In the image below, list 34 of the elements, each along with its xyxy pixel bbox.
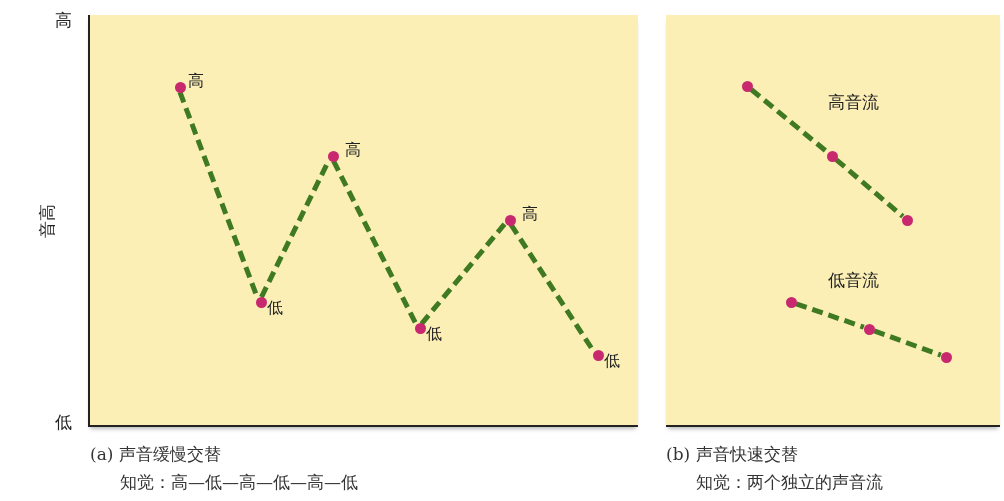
point-label: 低: [267, 300, 283, 316]
point-label: 高: [188, 73, 204, 89]
point-label: 高: [522, 206, 538, 222]
dashed-line: [795, 301, 865, 330]
axis-title: 音高: [38, 203, 56, 238]
point-dot: [863, 323, 875, 335]
point-dot: [826, 150, 838, 162]
perception-note: 知觉：高—低—高—低—高—低: [120, 471, 358, 494]
point-label: 低: [604, 353, 620, 369]
panel-heading: (a) 声音缓慢交替: [90, 443, 221, 466]
dashed-line: [331, 159, 418, 325]
axis-label: 低: [55, 414, 72, 431]
point-dot: [741, 80, 753, 92]
dashed-line: [419, 222, 507, 326]
point-dot: [327, 150, 339, 162]
point-dot: [174, 81, 186, 93]
axis-label: 高: [55, 12, 72, 29]
dashed-line: [834, 157, 905, 219]
stream-label: 高音流: [828, 94, 879, 111]
point-dot: [592, 349, 604, 361]
point-dot: [901, 214, 913, 226]
point-dot: [255, 296, 267, 308]
dashed-line: [873, 328, 942, 358]
point-dot: [785, 296, 797, 308]
panel-heading: (b) 声音快速交替: [666, 443, 798, 466]
point-label: 高: [345, 142, 361, 158]
perception-note: 知觉：两个独立的声音流: [696, 471, 883, 494]
point-dot: [414, 322, 426, 334]
dashed-line: [749, 87, 830, 155]
stream-label: 低音流: [828, 272, 879, 289]
point-dot: [940, 351, 952, 363]
dashed-line: [508, 223, 596, 352]
point-dot: [504, 214, 516, 226]
point-label: 低: [426, 326, 442, 342]
